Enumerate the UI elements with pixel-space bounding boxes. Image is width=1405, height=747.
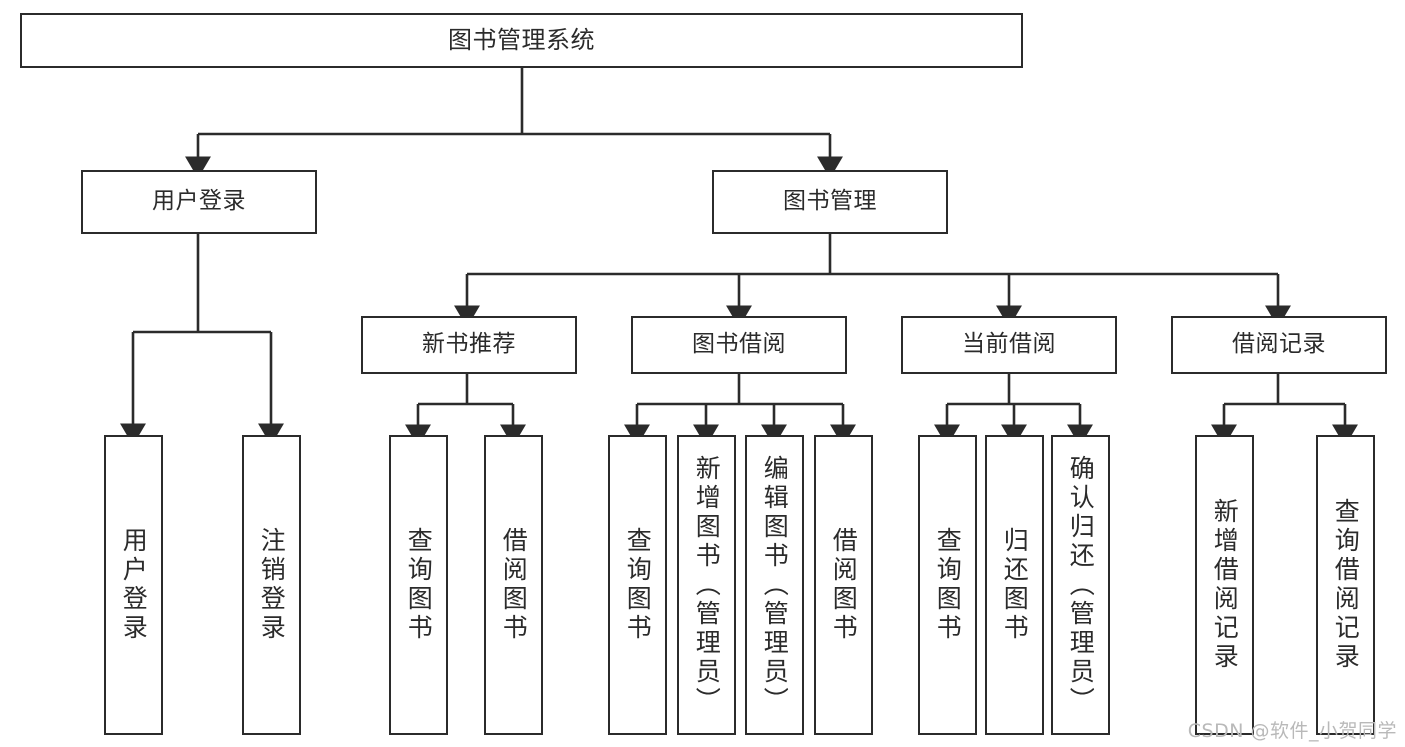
node-user-login[interactable]: 用户登录 (81, 170, 317, 234)
node-book-management[interactable]: 图书管理 (712, 170, 948, 234)
leaf-borrow-query-book-label: 查询图书 (623, 527, 653, 643)
leaf-borrow-borrow-book[interactable]: 借阅图书 (814, 435, 873, 735)
leaf-borrow-edit-book[interactable]: 编辑图书（管理员） (745, 435, 804, 735)
leaf-new-book-borrow[interactable]: 借阅图书 (484, 435, 543, 735)
leaf-user-login-logout-label: 注销登录 (257, 527, 287, 643)
leaf-current-query-book[interactable]: 查询图书 (918, 435, 977, 735)
node-borrow-records-label: 借阅记录 (1232, 331, 1326, 358)
node-book-management-label: 图书管理 (783, 188, 877, 215)
leaf-current-confirm-return-label: 确认归还（管理员） (1066, 454, 1096, 716)
node-new-book-recommend-label: 新书推荐 (422, 331, 516, 358)
csdn-watermark: CSDN @软件_小贺同学 (1187, 720, 1397, 742)
node-borrow-records[interactable]: 借阅记录 (1171, 316, 1387, 374)
node-current-borrow[interactable]: 当前借阅 (901, 316, 1117, 374)
leaf-current-query-book-label: 查询图书 (933, 527, 963, 643)
node-book-borrow-label: 图书借阅 (692, 331, 786, 358)
leaf-borrow-add-book[interactable]: 新增图书（管理员） (677, 435, 736, 735)
leaf-records-add-record[interactable]: 新增借阅记录 (1195, 435, 1254, 735)
leaf-records-add-record-label: 新增借阅记录 (1210, 498, 1240, 672)
leaf-current-return-book-label: 归还图书 (1000, 527, 1030, 643)
node-root-system-label: 图书管理系统 (448, 26, 595, 55)
leaf-new-book-query-label: 查询图书 (404, 527, 434, 643)
node-current-borrow-label: 当前借阅 (962, 331, 1056, 358)
leaf-user-login-login[interactable]: 用户登录 (104, 435, 163, 735)
leaf-user-login-logout[interactable]: 注销登录 (242, 435, 301, 735)
leaf-user-login-login-label: 用户登录 (119, 527, 149, 643)
leaf-records-query-record[interactable]: 查询借阅记录 (1316, 435, 1375, 735)
node-book-borrow[interactable]: 图书借阅 (631, 316, 847, 374)
leaf-borrow-edit-book-label: 编辑图书（管理员） (760, 454, 790, 716)
node-new-book-recommend[interactable]: 新书推荐 (361, 316, 577, 374)
leaf-new-book-query[interactable]: 查询图书 (389, 435, 448, 735)
leaf-records-query-record-label: 查询借阅记录 (1331, 498, 1361, 672)
leaf-current-return-book[interactable]: 归还图书 (985, 435, 1044, 735)
leaf-borrow-query-book[interactable]: 查询图书 (608, 435, 667, 735)
node-root-system[interactable]: 图书管理系统 (20, 13, 1023, 68)
leaf-borrow-borrow-book-label: 借阅图书 (829, 527, 859, 643)
leaf-current-confirm-return[interactable]: 确认归还（管理员） (1051, 435, 1110, 735)
leaf-borrow-add-book-label: 新增图书（管理员） (692, 454, 722, 716)
leaf-new-book-borrow-label: 借阅图书 (499, 527, 529, 643)
node-user-login-label: 用户登录 (152, 188, 246, 215)
